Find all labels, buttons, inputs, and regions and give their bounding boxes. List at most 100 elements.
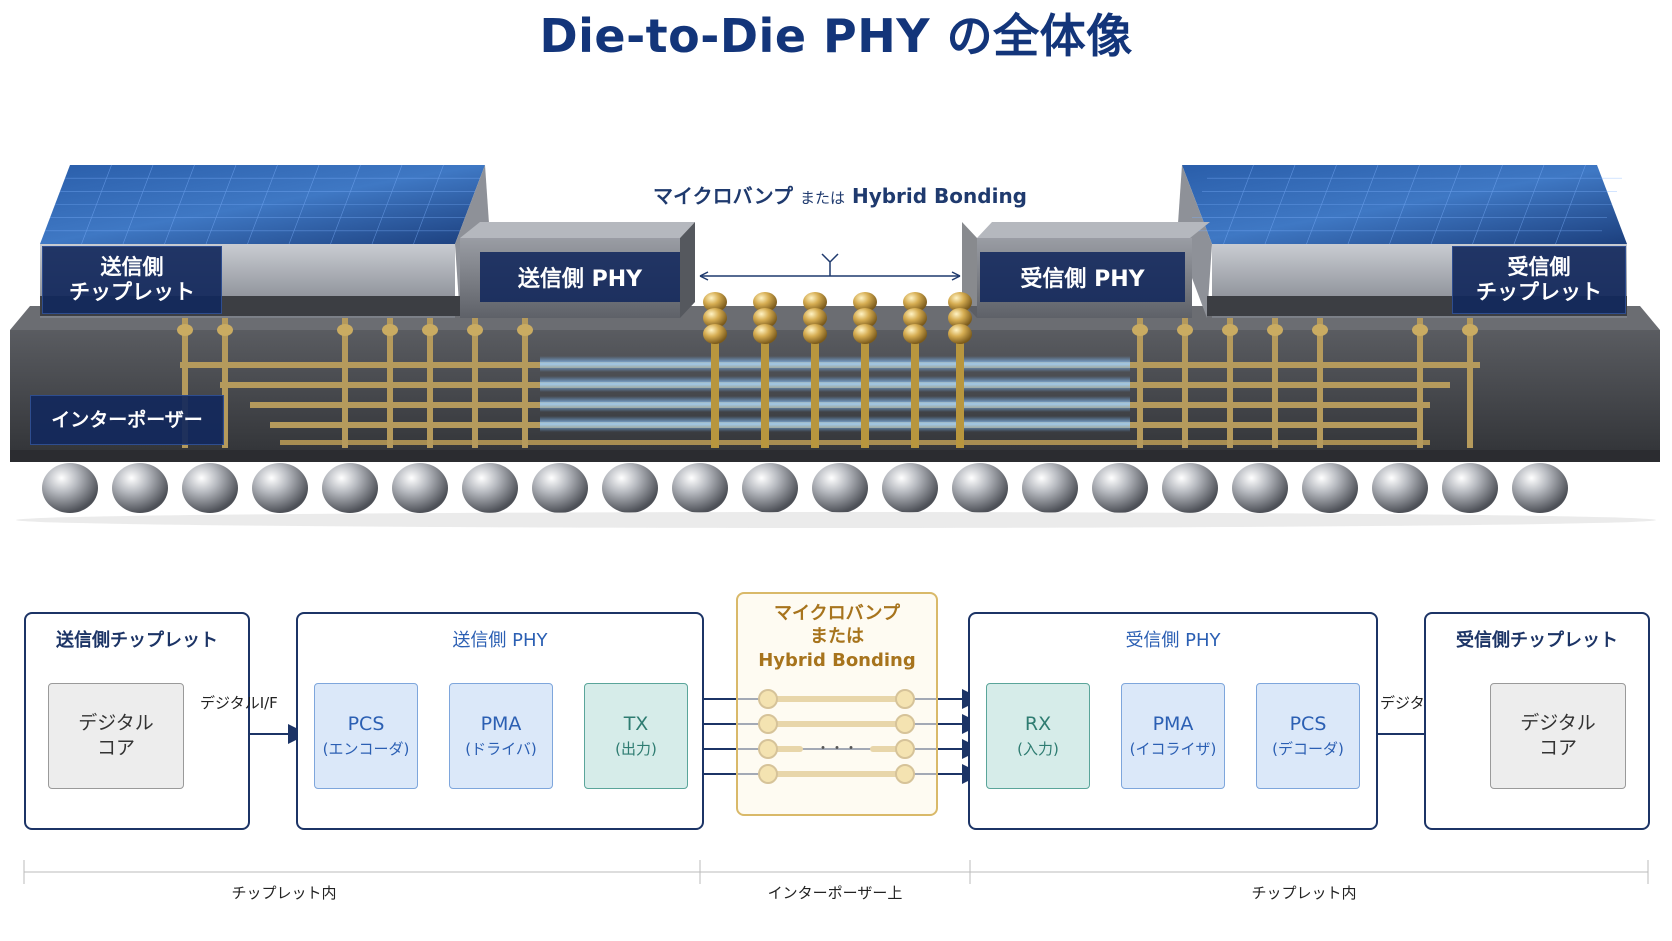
rx-phy-label: 受信側 PHY — [980, 252, 1185, 302]
via-pad — [337, 324, 353, 336]
via — [522, 318, 528, 448]
tx-phy-title: 送信側 PHY — [452, 630, 548, 651]
micro-bump — [753, 292, 777, 312]
via-pad — [217, 324, 233, 336]
bga-ball — [42, 463, 98, 513]
via — [222, 318, 228, 448]
tx-pcs-block: PCS (エンコーダ) — [314, 683, 418, 789]
tx-pma-sub: (ドライバ) — [465, 740, 537, 758]
bump-callout-or: または — [799, 189, 845, 207]
via — [387, 318, 393, 448]
tx-phy-label: 送信側 PHY — [480, 252, 680, 302]
via-pad — [1412, 324, 1428, 336]
via — [1272, 318, 1278, 448]
tx-output-sub: (出力) — [615, 740, 657, 758]
via-pad — [1132, 324, 1148, 336]
rx-chiplet-label: 受信側 チップレット — [1452, 246, 1626, 314]
micro-bump — [803, 308, 827, 328]
bump-callout: マイクロバンプ または Hybrid Bonding — [560, 180, 1120, 209]
rx-pcs-block: PCS (デコーダ) — [1256, 683, 1360, 789]
bump-ellipsis: ・・・ — [816, 741, 858, 757]
micro-bump — [853, 324, 877, 344]
via-pad — [177, 324, 193, 336]
micro-bumps — [703, 292, 972, 448]
zone-label-interposer: インターポーザー上 — [767, 884, 903, 902]
tx-chiplet-panel: 送信側チップレット デジタル コア — [24, 612, 250, 830]
via-pad — [382, 324, 398, 336]
tx-output-main: TX — [623, 713, 649, 735]
bump-pillar — [956, 318, 964, 448]
micro-bump — [853, 308, 877, 328]
micro-bump-title-line3: Hybrid Bonding — [758, 649, 916, 671]
rx-digital-core: デジタル コア — [1490, 683, 1626, 789]
tx-chiplet-title: 送信側チップレット — [56, 630, 218, 651]
rx-input-block: RX (入力) — [986, 683, 1090, 789]
bga-ball — [252, 463, 308, 513]
bga-ball — [1162, 463, 1218, 513]
bga-ball — [1022, 463, 1078, 513]
via-pad — [1312, 324, 1328, 336]
micro-bump — [948, 308, 972, 328]
bump-pillar — [911, 318, 919, 448]
bga-ball — [182, 463, 238, 513]
micro-bump — [753, 308, 777, 328]
micro-bump-title-line1: マイクロバンプ — [774, 603, 900, 624]
bump-pillar — [811, 318, 819, 448]
via — [1417, 318, 1423, 448]
via — [1137, 318, 1143, 448]
via-pad — [467, 324, 483, 336]
tx-output-block: TX (出力) — [584, 683, 688, 789]
via-pad — [1222, 324, 1238, 336]
micro-bump — [753, 324, 777, 344]
tx-chiplet-label: 送信側 チップレット — [42, 246, 222, 314]
bump-callout-alt: Hybrid Bonding — [851, 184, 1027, 208]
tx-pma-main: PMA — [480, 713, 522, 735]
micro-bump — [703, 308, 727, 328]
bga-ball — [392, 463, 448, 513]
micro-bump-title: マイクロバンプ または Hybrid Bonding — [738, 602, 936, 672]
tx-pcs-sub: (エンコーダ) — [322, 740, 410, 758]
via — [1467, 318, 1473, 448]
rx-input-main: RX — [1024, 713, 1052, 735]
micro-bump — [903, 308, 927, 328]
via — [342, 318, 348, 448]
via-pad — [1462, 324, 1478, 336]
micro-bump — [803, 324, 827, 344]
micro-bump — [853, 292, 877, 312]
via-pad — [517, 324, 533, 336]
rx-phy-panel: 受信側 PHY RX (入力) PMA (イコライザ) PCS (デコーダ) — [968, 612, 1378, 830]
rx-pcs-main: PCS — [1289, 713, 1327, 735]
bga-ball — [672, 463, 728, 513]
bump-callout-bracket — [699, 253, 961, 281]
page-title: Die-to-Die PHY の全体像 — [539, 9, 1133, 63]
rx-phy-title: 受信側 PHY — [1125, 630, 1221, 651]
bga-ball — [602, 463, 658, 513]
tx-digital-core: デジタル コア — [48, 683, 184, 789]
bga-ball — [882, 463, 938, 513]
bga-ball — [1092, 463, 1148, 513]
rx-pma-main: PMA — [1152, 713, 1194, 735]
rx-input-sub: (入力) — [1017, 740, 1059, 758]
micro-bump-title-line2: または — [810, 626, 864, 648]
via — [472, 318, 478, 448]
tx-pma-block: PMA (ドライバ) — [449, 683, 553, 789]
micro-bump — [903, 292, 927, 312]
bga-ball — [812, 463, 868, 513]
bga-ball — [322, 463, 378, 513]
bga-balls — [42, 463, 1568, 513]
via-pad — [1267, 324, 1283, 336]
via — [427, 318, 433, 448]
tx-pcs-main: PCS — [347, 713, 385, 735]
rx-chiplet-panel: 受信側チップレット デジタル コア — [1424, 612, 1650, 830]
rx-chiplet-title: 受信側チップレット — [1456, 630, 1618, 651]
via — [182, 318, 188, 448]
bga-ball — [952, 463, 1008, 513]
bump-pillar — [861, 318, 869, 448]
micro-bump-panel: マイクロバンプ または Hybrid Bonding — [736, 592, 938, 816]
micro-bump — [703, 324, 727, 344]
bga-ball — [112, 463, 168, 513]
rx-pma-block: PMA (イコライザ) — [1121, 683, 1225, 789]
zone-label-rx-chiplet: チップレット内 — [1251, 884, 1357, 902]
bga-ball — [532, 463, 588, 513]
bump-pillar — [711, 318, 719, 448]
